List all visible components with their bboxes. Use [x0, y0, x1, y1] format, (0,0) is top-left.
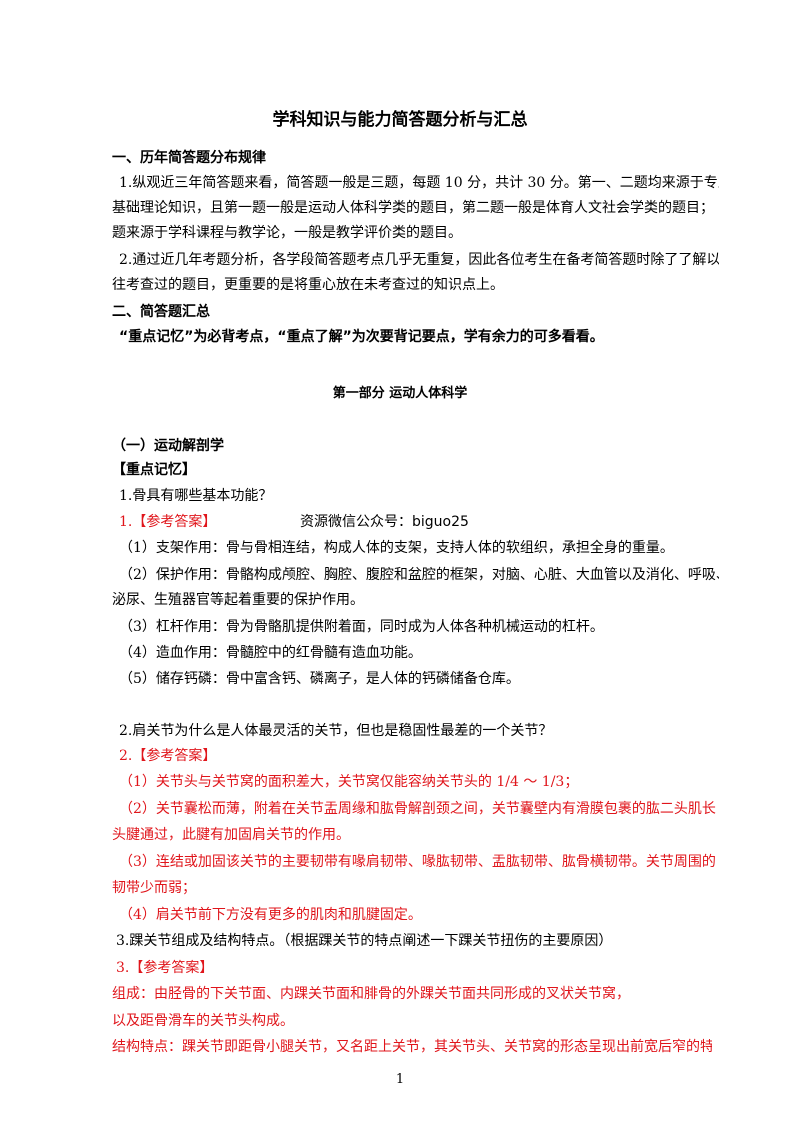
q3-line2: 以及距骨滑车的关节头构成。 [112, 1013, 294, 1029]
section1-p1-line3: 题来源于学科课程与教学论，一般是教学评价类的题目。 [112, 225, 462, 241]
q3-line1: 组成：由胫骨的下关节面、内踝关节面和腓骨的外踝关节面共同形成的叉状关节窝， [112, 986, 630, 1002]
q1-line4: （3）杠杆作用：骨为骨骼肌提供附着面，同时成为人体各种机械运动的杠杆。 [119, 619, 604, 635]
q3-answer-label: 3.【参考答案】 [116, 960, 214, 976]
section1-p2-line2: 往考查过的题目，更重要的是将重心放在未考查过的知识点上。 [112, 277, 504, 293]
q2-line4: （3）连结或加固该关节的主要韧带有喙肩韧带、喙肱韧带、盂肱韧带、肱骨横韧带。关节… [119, 854, 716, 870]
page-title: 学科知识与能力简答题分析与汇总 [272, 110, 528, 130]
section1-p1-line1: 1.纵观近三年简答题来看，简答题一般是三题，每题 10 分，共计 30 分。第一… [119, 175, 719, 191]
q3-question: 3.踝关节组成及结构特点。（根据踝关节的特点阐述一下踝关节扭伤的主要原因） [116, 933, 613, 949]
subsection-title: （一）运动解剖学 [112, 438, 224, 454]
page-number: 1 [395, 1072, 405, 1087]
q2-question: 2.肩关节为什么是人体最灵活的关节，但也是稳固性最差的一个关节？ [119, 723, 553, 739]
section2-note: “重点记忆”为必背考点，“重点了解”为次要背记要点，学有余力的可多看看。 [119, 329, 604, 345]
q1-line1: （1）支架作用：骨与骨相连结，构成人体的支架，支持人体的软组织，承担全身的重量。 [119, 540, 674, 556]
q1-line5: （4）造血作用：骨髓腔中的红骨髓有造血功能。 [119, 645, 422, 661]
q2-answer-label: 2.【参考答案】 [119, 748, 217, 764]
q1-line6: （5）储存钙磷：骨中富含钙、磷离子，是人体的钙磷储备仓库。 [119, 671, 520, 687]
q1-line2: （2）保护作用：骨骼构成颅腔、胸腔、腹腔和盆腔的框架，对脑、心脏、大血管以及消化… [119, 567, 719, 583]
q2-line2: （2）关节囊松而薄，附着在关节盂周缘和肱骨解剖颈之间，关节囊壁内有滑膜包裹的肱二… [119, 801, 716, 817]
q2-line5: 韧带少而弱； [112, 880, 196, 896]
section1-heading: 一、历年简答题分布规律 [112, 150, 266, 166]
q2-line1: （1）关节头与关节窝的面积差大，关节窝仅能容纳关节头的 1/4 ～ 1/3； [119, 774, 579, 790]
part1-title: 第一部分 运动人体科学 [332, 386, 468, 401]
section2-heading: 二、简答题汇总 [112, 304, 210, 320]
q1-line3: 泌尿、生殖器官等起着重要的保护作用。 [112, 592, 364, 608]
q3-line3: 结构特点：踝关节即距骨小腿关节，又名距上关节，其关节头、关节窝的形态呈现出前宽后… [112, 1039, 712, 1055]
watermark-text: 资源微信公众号：biguo25 [300, 514, 469, 530]
q2-line6: （4）肩关节前下方没有更多的肌肉和肌腱固定。 [119, 907, 422, 923]
q1-question: 1.骨具有哪些基本功能？ [119, 488, 273, 504]
key-memory-label: 【重点记忆】 [112, 462, 196, 478]
q1-answer-label: 1.【参考答案】 [119, 514, 217, 530]
section1-p1-line2: 基础理论知识，且第一题一般是运动人体科学类的题目，第二题一般是体育人文社会学类的… [112, 200, 712, 216]
section1-p2-line1: 2.通过近几年考题分析，各学段简答题考点几乎无重复，因此各位考生在备考简答题时除… [119, 252, 719, 268]
q2-line3: 头腱通过，此腱有加固肩关节的作用。 [112, 827, 350, 843]
